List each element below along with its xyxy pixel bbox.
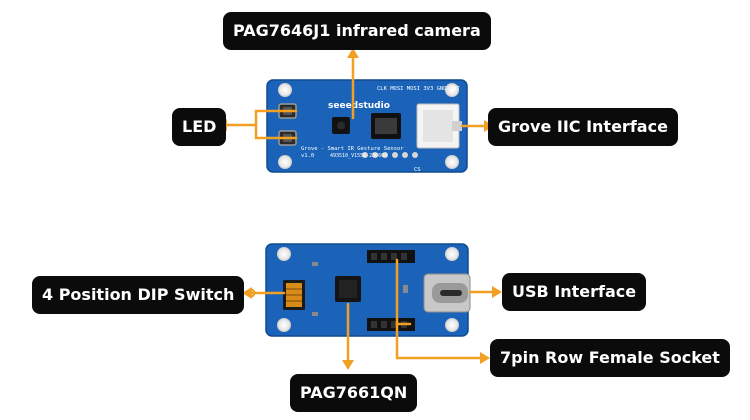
label-grove-iic: Grove IIC Interface — [488, 108, 678, 146]
board-version-text: v1.0 — [301, 153, 314, 159]
label-usb: USB Interface — [502, 273, 647, 311]
edge-pads — [362, 152, 418, 158]
label-dip-switch: 4 Position DIP Switch — [32, 276, 245, 314]
mounting-hole — [445, 155, 459, 169]
mounting-hole — [445, 318, 459, 332]
usb-c-connector — [423, 273, 471, 313]
mounting-hole — [277, 318, 291, 332]
bottom-board — [265, 243, 471, 337]
arrow-socket-path — [395, 258, 484, 360]
grove-connector — [416, 103, 462, 149]
cs-text: CS — [414, 167, 421, 173]
mounting-hole — [445, 247, 459, 261]
connector-arrows — [223, 54, 496, 364]
female-socket-top — [367, 250, 415, 263]
mounting-hole — [277, 247, 291, 261]
board-title-text: Grove - Smart IR Gesture Sensor — [301, 146, 404, 152]
dip-switch — [283, 280, 305, 310]
label-led: LED — [172, 108, 227, 146]
label-female-socket: 7pin Row Female Socket — [490, 339, 730, 377]
pag7661qn-chip — [335, 276, 361, 302]
brand-text: seeedstudio — [328, 101, 390, 111]
ir-camera — [332, 117, 350, 134]
label-pag7661qn: PAG7661QN — [290, 374, 418, 412]
pin-header-text: CLK MOSI MOSI 3V3 GND INT — [377, 86, 460, 92]
mounting-hole — [445, 83, 459, 97]
mounting-hole — [278, 83, 292, 97]
top-board: seeedstudio CLK MOSI MOSI 3V3 GND INT Gr… — [266, 79, 468, 173]
board-part-number-text: 493510_V1558-230604 — [330, 153, 387, 159]
mounting-hole — [278, 155, 292, 169]
label-ir-camera: PAG7646J1 infrared camera — [223, 12, 491, 50]
